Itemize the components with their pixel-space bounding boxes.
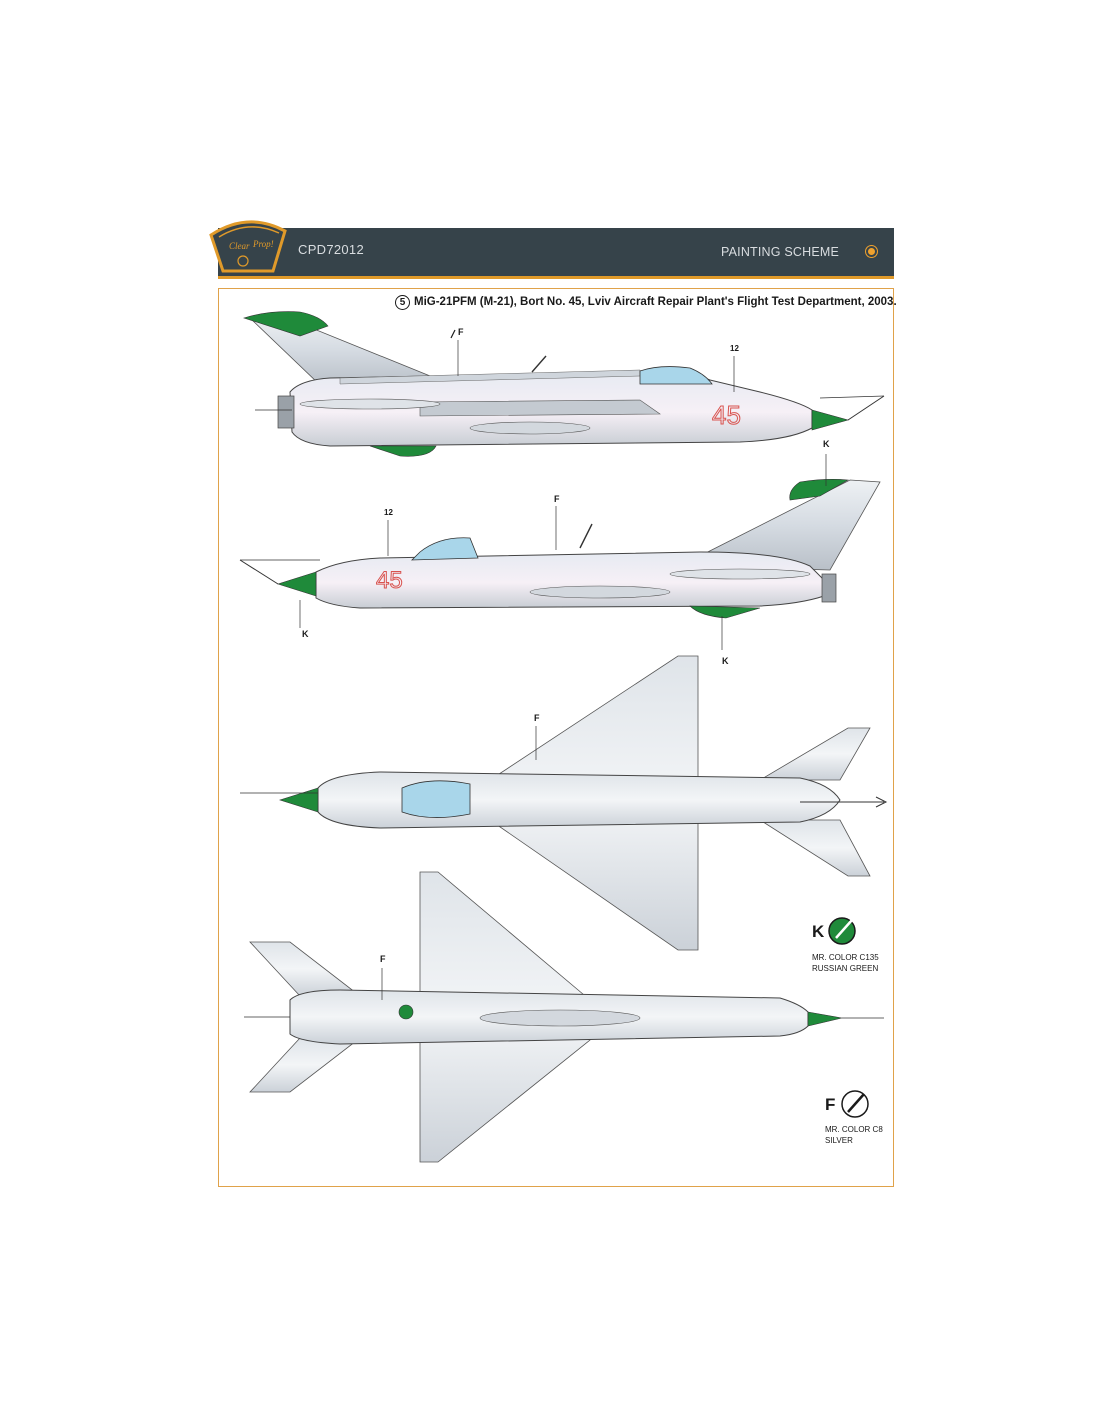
- scheme-frame: [218, 288, 894, 1187]
- callout-f-bottom: F: [380, 954, 386, 964]
- callout-f-right: F: [554, 494, 560, 504]
- color-k-line1: MR. COLOR C135: [812, 953, 879, 962]
- silver-swatch-icon: [841, 1090, 869, 1118]
- color-f-line1: MR. COLOR C8: [825, 1125, 883, 1134]
- top-view: [240, 655, 888, 951]
- svg-text:Clear: Clear: [229, 241, 250, 251]
- left-profile-view: 45: [242, 311, 885, 457]
- bullet-icon: [868, 248, 875, 255]
- brush-icon: [450, 329, 456, 339]
- color-f-line2: SILVER: [825, 1136, 853, 1145]
- callout-f: F: [458, 327, 464, 337]
- right-profile-view: 45: [239, 454, 881, 650]
- color-k-line2: RUSSIAN GREEN: [812, 964, 879, 973]
- bort-number-right: 45: [376, 567, 403, 594]
- scheme-number: 5: [395, 295, 410, 310]
- russian-green-swatch-icon: [828, 917, 856, 945]
- clear-prop-logo: Clear Prop!: [209, 220, 287, 273]
- callout-k-ventral: K: [722, 656, 729, 666]
- scheme-caption: 5 MiG-21PFM (M-21), Bort No. 45, Lviv Air…: [395, 295, 897, 310]
- scheme-title: MiG-21PFM (M-21), Bort No. 45, Lviv Airc…: [414, 296, 897, 308]
- section-title: PAINTING SCHEME: [721, 245, 840, 259]
- color-k-label: MR. COLOR C135 RUSSIAN GREEN: [812, 952, 879, 974]
- callout-12-right: 12: [384, 508, 393, 517]
- callout-k-nose: K: [302, 629, 309, 639]
- color-code-k: K: [812, 922, 825, 941]
- callout-f-top: F: [534, 713, 540, 723]
- header-bar: [218, 228, 894, 279]
- callout-12: 12: [730, 344, 739, 353]
- svg-text:Prop!: Prop!: [252, 239, 274, 249]
- bottom-view: [244, 871, 884, 1163]
- bort-number: 45: [712, 400, 741, 430]
- kit-code: CPD72012: [298, 242, 364, 257]
- color-code-f: F: [825, 1095, 836, 1114]
- callout-k-fin: K: [823, 439, 830, 449]
- color-f-label: MR. COLOR C8 SILVER: [825, 1124, 883, 1146]
